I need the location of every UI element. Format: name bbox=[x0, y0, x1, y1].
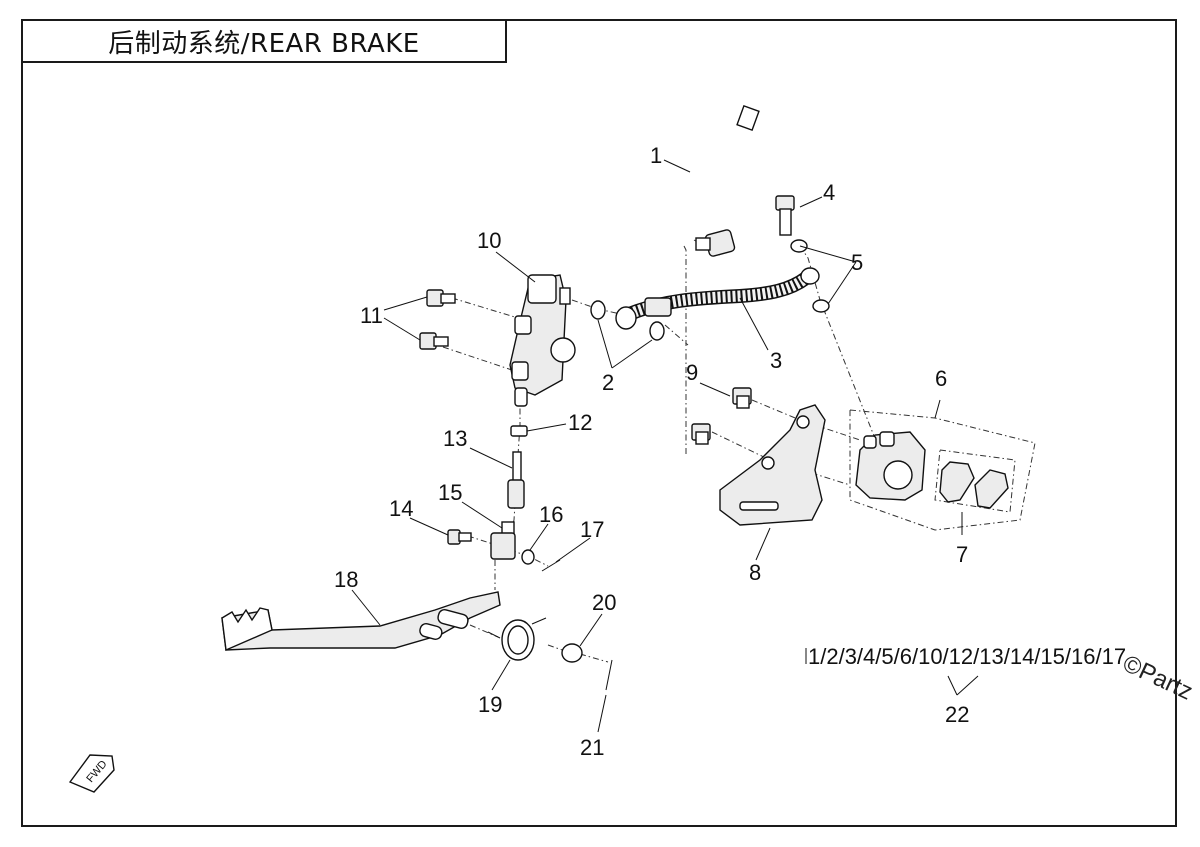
callout-15: 15 bbox=[438, 480, 462, 505]
callout-14: 14 bbox=[389, 496, 413, 521]
callout-1: 1 bbox=[650, 143, 662, 168]
bolt-11a bbox=[426, 289, 456, 307]
brake-hose bbox=[615, 267, 820, 330]
callout-13: 13 bbox=[443, 426, 467, 451]
master-cylinder bbox=[509, 274, 576, 407]
banjo-bolt bbox=[775, 195, 795, 236]
callout-22: 22 bbox=[945, 702, 969, 727]
callout-18: 18 bbox=[334, 567, 358, 592]
pin-14 bbox=[447, 529, 472, 545]
brake-light-switch bbox=[694, 104, 760, 257]
callout-5: 5 bbox=[851, 250, 863, 275]
callout-3: 3 bbox=[770, 348, 782, 373]
brake-caliper bbox=[855, 431, 926, 501]
washer-16 bbox=[521, 549, 535, 565]
clevis bbox=[490, 521, 516, 560]
leader-lines bbox=[351, 159, 979, 733]
callout-10: 10 bbox=[477, 228, 501, 253]
callout-8: 8 bbox=[749, 560, 761, 585]
kit-list: 1/2/3/4/5/6/10/12/13/14/15/16/17 bbox=[805, 644, 1126, 669]
callout-17: 17 bbox=[580, 517, 604, 542]
callout-6: 6 bbox=[935, 366, 947, 391]
callout-12: 12 bbox=[568, 410, 592, 435]
callout-20: 20 bbox=[592, 590, 616, 615]
brake-pedal bbox=[221, 591, 501, 652]
callout-16: 16 bbox=[539, 502, 563, 527]
washer-2a bbox=[590, 300, 606, 320]
caliper-bracket bbox=[719, 404, 826, 526]
bolt-9a bbox=[732, 387, 752, 409]
push-rod bbox=[507, 451, 525, 509]
diagram-frame bbox=[21, 19, 1177, 827]
washer-5b bbox=[812, 299, 830, 313]
diagram-title: 后制动系统/REAR BRAKE bbox=[21, 19, 507, 63]
callout-4: 4 bbox=[823, 180, 835, 205]
callout-7: 7 bbox=[956, 542, 968, 567]
washer-20 bbox=[561, 643, 583, 663]
kit-list-text: 1/2/3/4/5/6/10/12/13/14/15/16/17 bbox=[808, 644, 1126, 669]
arrow-fwd-icon: FWD bbox=[68, 754, 115, 793]
callout-19: 19 bbox=[478, 692, 502, 717]
callout-21: 21 bbox=[580, 735, 604, 760]
callout-9: 9 bbox=[686, 360, 698, 385]
cotter-pin-21 bbox=[605, 659, 613, 691]
callout-11: 11 bbox=[360, 303, 383, 328]
brake-pads bbox=[939, 461, 1009, 509]
bolt-11b bbox=[419, 332, 449, 350]
nut-12 bbox=[510, 425, 528, 437]
callout-2: 2 bbox=[602, 370, 614, 395]
bolt-9b bbox=[691, 423, 711, 445]
washer-2b bbox=[649, 321, 665, 341]
return-spring bbox=[487, 617, 547, 661]
washer-5a bbox=[790, 239, 808, 253]
